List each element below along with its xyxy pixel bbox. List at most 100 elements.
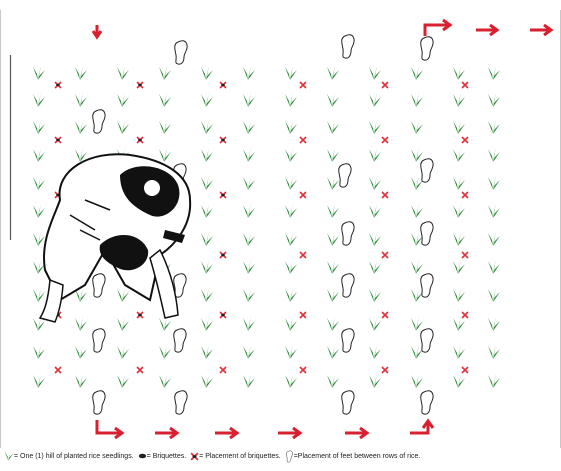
rice-seedling-icon (201, 260, 213, 274)
arrow-right-icon (530, 25, 551, 35)
placement-mark (300, 137, 306, 143)
briquette-placement-mark (137, 312, 143, 318)
rice-seedling-icon (327, 120, 339, 134)
rice-seedling-icon (369, 345, 381, 359)
rice-seedling-icon (201, 374, 213, 388)
placement-mark (462, 192, 468, 198)
footprint-icon (174, 329, 186, 352)
rice-seedling-icon (117, 66, 129, 80)
placement-mark (300, 367, 306, 373)
footprint-icon (342, 329, 354, 352)
rice-seedling-icon (369, 260, 381, 274)
legend-item-seedling: = One (1) hill of planted rice seedlings… (4, 450, 134, 462)
rice-seedling-icon (453, 345, 465, 359)
briquette-placement-mark (137, 137, 143, 143)
rice-seedling-icon (33, 120, 45, 134)
placement-mark (382, 312, 388, 318)
footprint-icon (93, 329, 105, 352)
rice-seedling-icon (488, 120, 500, 134)
placement-mark (220, 367, 226, 373)
rice-seedling-icon (488, 345, 500, 359)
rice-seedling-icon (201, 288, 213, 302)
placement-mark (462, 82, 468, 88)
rice-seedling-icon (488, 260, 500, 274)
rice-seedling-icon (243, 148, 255, 162)
rice-seedling-icon (285, 260, 297, 274)
rice-seedling-icon (369, 232, 381, 246)
rice-seedling-icon (411, 260, 423, 274)
rice-seedling-icon (159, 66, 171, 80)
footprint-icon (421, 329, 433, 352)
rice-seedling-icon (327, 345, 339, 359)
rice-seedling-icon (488, 176, 500, 190)
placement-mark (382, 192, 388, 198)
rice-seedling-icon (75, 345, 87, 359)
rice-seedling-icon (453, 260, 465, 274)
placement-mark (300, 82, 306, 88)
rice-seedling-icon (488, 374, 500, 388)
rice-seedling-icon (243, 232, 255, 246)
rice-seedling-icon (369, 93, 381, 107)
rice-seedling-icon (327, 93, 339, 107)
rice-seedling-icon (159, 317, 171, 331)
rice-seedling-icon (201, 204, 213, 218)
arrow-right-icon (278, 428, 300, 438)
footprint-icon (175, 391, 187, 414)
footprint-icon (421, 222, 433, 245)
rice-seedling-icon (201, 176, 213, 190)
briquette-placement-mark (220, 82, 226, 88)
rice-seedling-icon (369, 374, 381, 388)
rice-seedling-icon (285, 93, 297, 107)
rice-seedling-icon (369, 176, 381, 190)
briquette-placement-mark (137, 82, 143, 88)
arrow-right-icon (215, 428, 237, 438)
rice-seedling-icon (285, 288, 297, 302)
briquette-placement-mark (55, 137, 61, 143)
rice-seedling-icon (453, 317, 465, 331)
rice-seedling-icon (453, 374, 465, 388)
legend-placement-label: = Placement of briquettes. (199, 453, 281, 460)
footprint-icon (421, 391, 433, 414)
legend-seedling-label: = One (1) hill of planted rice seedlings… (14, 453, 134, 460)
rice-seedling-icon (327, 176, 339, 190)
rice-seedling-icon (327, 66, 339, 80)
legend-feet-label: =Placement of feet between rows of rice. (294, 453, 421, 460)
legend-item-feet: =Placement of feet between rows of rice. (285, 450, 421, 463)
footprint-icon (342, 274, 354, 297)
footprint-icon (285, 450, 294, 463)
rice-seedling-icon (411, 288, 423, 302)
rice-seedling-icon (327, 317, 339, 331)
rice-seedling-icon (453, 93, 465, 107)
footprint-icon (342, 222, 354, 245)
placement-mark (462, 252, 468, 258)
placement-mark (300, 252, 306, 258)
placement-mark (382, 367, 388, 373)
placement-mark (382, 82, 388, 88)
rice-seedling-icon (201, 66, 213, 80)
rice-seedling-icon (285, 345, 297, 359)
rice-seedling-icon (327, 374, 339, 388)
footprint-icon (93, 274, 105, 297)
footprint-icon (421, 159, 433, 182)
footprint-icon (342, 391, 354, 414)
rice-seedling-icon (327, 148, 339, 162)
rice-seedling-icon (243, 317, 255, 331)
footprint-icon (342, 35, 354, 58)
rice-seedling-icon (453, 176, 465, 190)
rice-seedling-icon (411, 317, 423, 331)
rice-seedling-icon (488, 317, 500, 331)
rice-seedling-icon (327, 204, 339, 218)
rice-seedling-icon (117, 374, 129, 388)
rice-seedling-icon (201, 345, 213, 359)
rice-seedling-icon (243, 288, 255, 302)
briquette-placement-mark (220, 137, 226, 143)
rice-seedling-icon (159, 374, 171, 388)
rice-seedling-icon (488, 288, 500, 302)
rice-seedling-icon (75, 120, 87, 134)
rice-seedling-icon (33, 232, 45, 246)
rice-seedling-icon (327, 232, 339, 246)
briquette-placement-mark (220, 192, 226, 198)
placement-mark (382, 137, 388, 143)
footprint-icon (93, 110, 105, 133)
